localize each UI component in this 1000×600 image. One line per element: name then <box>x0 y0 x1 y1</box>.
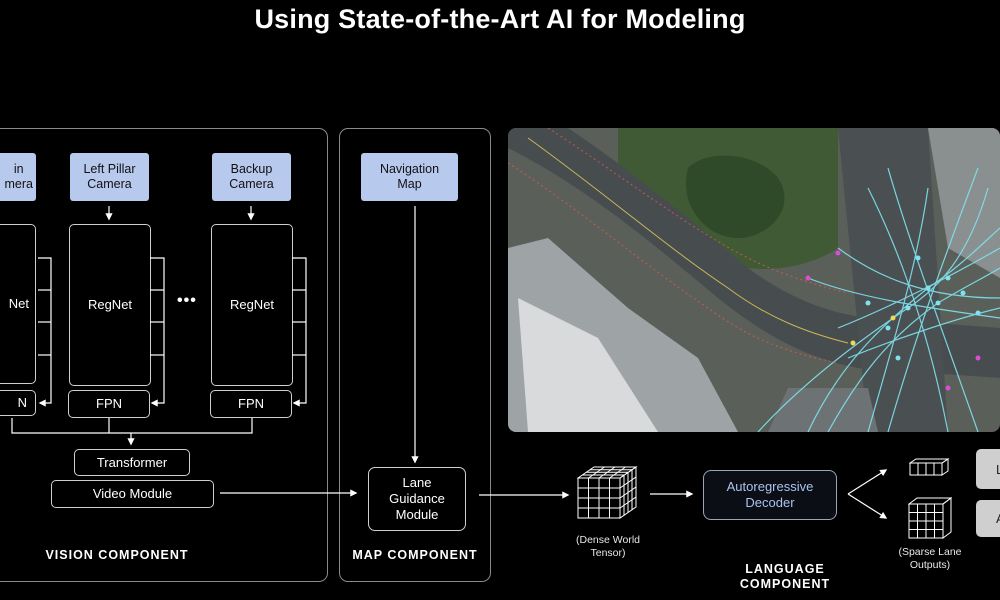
fpn-left-pillar: FPN <box>68 390 150 418</box>
yellow-lane-overlay <box>527 137 849 344</box>
sparse-lane-output-large-icon <box>908 497 952 539</box>
regnet-main-text: Net <box>8 296 29 311</box>
magenta-nodes <box>805 250 981 391</box>
building-right <box>928 128 1000 278</box>
red-lane-overlay <box>508 128 849 364</box>
map-component-label: MAP COMPONENT <box>352 548 478 562</box>
backup-camera-label: Backup Camera <box>212 153 291 201</box>
regnet-left-pillar: RegNet <box>69 224 151 386</box>
output-box-bottom-partial: A <box>976 500 1000 537</box>
output-box-top-partial: L <box>976 449 1000 489</box>
left-pillar-camera-label: Left Pillar Camera <box>70 153 149 201</box>
main-camera-label: in mera <box>0 153 36 201</box>
sparse-lane-output-small-icon <box>909 458 950 476</box>
fpn-main-text: N <box>17 395 27 410</box>
output-box-bottom-text: A <box>996 511 1000 526</box>
ellipsis: ••• <box>177 292 197 309</box>
slide-title: Using State-of-the-Art AI for Modeling <box>254 4 746 34</box>
video-module-box: Video Module <box>51 480 214 508</box>
regnet-main-partial: Net <box>0 224 36 384</box>
dense-world-tensor-caption: (Dense World Tensor) <box>576 534 640 559</box>
vision-component-label: VISION COMPONENT <box>45 548 189 562</box>
building-bottom <box>768 388 878 432</box>
road-curve <box>508 128 1000 378</box>
navigation-map-label: Navigation Map <box>361 153 458 201</box>
language-component-label: LANGUAGE COMPONENT <box>739 562 831 591</box>
intersection-lane-image <box>508 128 1000 432</box>
sparse-lane-outputs-caption: (Sparse Lane Outputs) <box>898 546 962 571</box>
vision-component-panel <box>0 128 328 582</box>
transformer-box: Transformer <box>74 449 190 476</box>
regnet-backup: RegNet <box>211 224 293 386</box>
road-vertical <box>838 128 948 432</box>
dense-world-tensor-icon <box>577 466 638 519</box>
fpn-main-partial: N <box>0 390 36 416</box>
tree-cluster <box>686 155 785 238</box>
output-box-top-text: L <box>996 461 1000 477</box>
lane-nodes <box>865 255 981 361</box>
fpn-backup: FPN <box>210 390 292 418</box>
building-left-roof <box>518 298 658 432</box>
map-component-panel <box>339 128 491 582</box>
yellow-nodes <box>850 315 896 346</box>
autoregressive-decoder-box: Autoregressive Decoder <box>703 470 837 520</box>
lane-guidance-module-box: Lane Guidance Module <box>368 467 466 531</box>
